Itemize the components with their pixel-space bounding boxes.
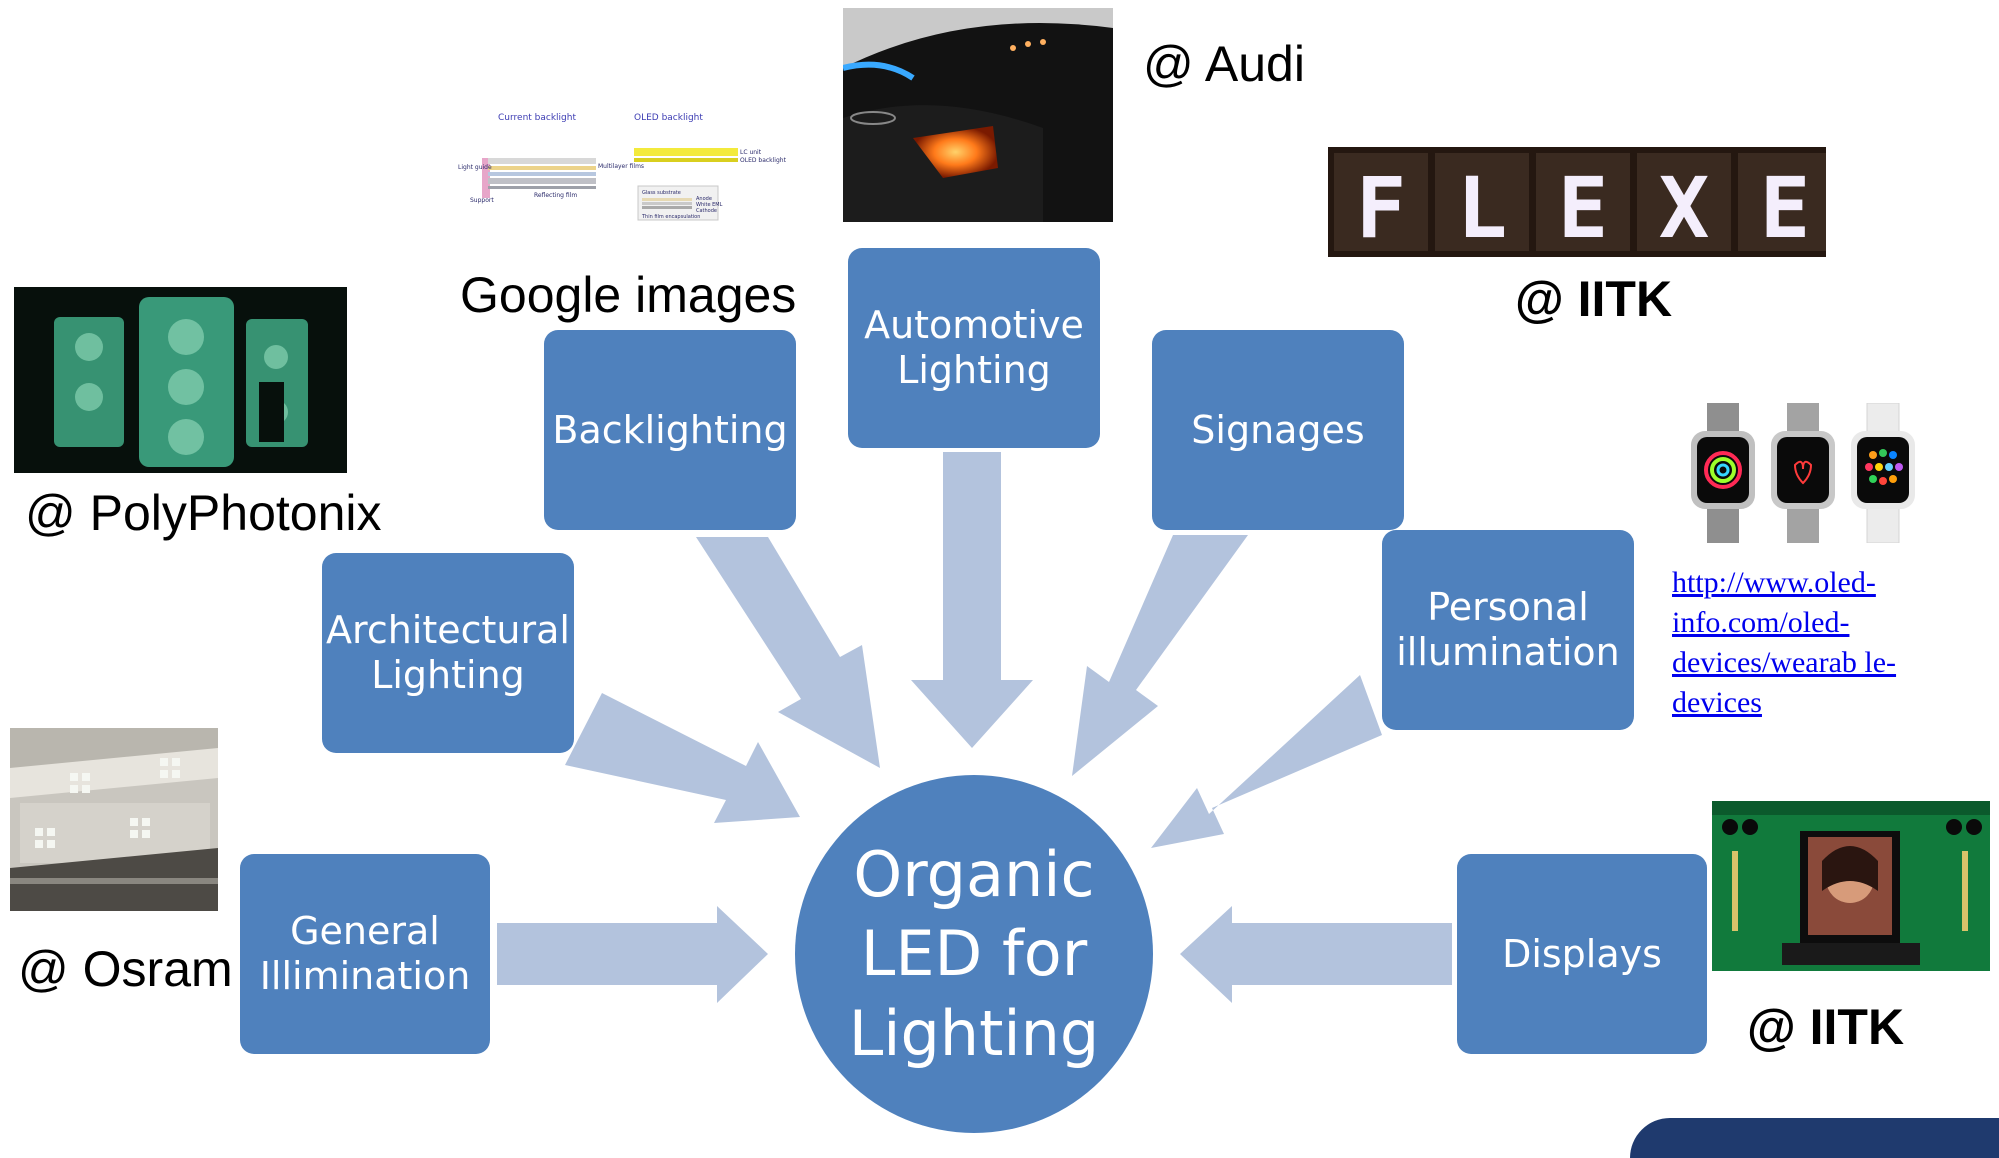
arrow-general [497,906,768,1003]
box-backlighting: Backlighting [544,330,796,530]
credit-iitk-top: @ IITK [1515,271,1673,327]
credit-audi: @ Audi [1143,36,1305,92]
center-circle: Organic LED for Lighting [795,775,1153,1133]
label-oled-backlight: OLED backlight [634,113,703,123]
flexe-letter: F [1356,159,1407,257]
label-reflecting-film: Reflecting film [534,192,577,199]
flexe-tile [1435,153,1529,251]
flexe-letter: E [1760,159,1811,257]
credit-osram: @ Osram [18,941,233,997]
label-support: Support [470,197,494,204]
label-anode: Anode [696,196,712,202]
iitk-display-board [1712,801,1990,971]
flexe-tile [1738,153,1826,251]
arrow-signages [1072,535,1248,776]
diagram-stage: General Illimination Architectural Light… [10,8,1999,1158]
label-cathode: Cathode [696,208,717,214]
flexe-letter: E [1558,159,1609,257]
arrow-architectural [565,693,800,823]
label-thin-film-encapsulation: Thin film encapsulation [641,214,700,220]
oled-info-link[interactable]: http://www.oled- info.com/oled- devices/… [1672,566,1897,719]
smartwatch-photo [1683,403,1928,543]
box-signages: Signages [1152,330,1404,530]
label-lc-unit: LC unit [740,149,762,156]
footer-bar [1630,1118,1999,1158]
label-oled-backlight-layer: OLED backlight [740,157,787,164]
box-general-illumination: General Illimination [240,854,490,1054]
polyphotonix-photo [14,287,347,473]
arrows-layer [497,452,1452,1003]
arrow-automotive [911,452,1033,748]
credit-polyphotonix: @ PolyPhotonix [25,485,382,541]
box-personal-illumination: Personal illumination [1382,530,1634,730]
credit-google: Google images [460,267,797,323]
flexe-tile [1637,153,1731,251]
box-automotive-lighting: Automotive Lighting [848,248,1100,448]
flexe-tile [1334,153,1428,251]
label-multilayer-films: Multilayer films [598,163,644,170]
arrow-displays [1180,906,1452,1003]
label-glass-substrate: Glass substrate [642,190,681,196]
box-displays: Displays [1457,854,1707,1054]
osram-ceiling-photo [10,728,218,911]
arrow-personal [1151,675,1382,848]
box-architectural-lighting: Architectural Lighting [322,553,574,753]
flexe-letter: L [1457,159,1508,257]
arrow-backlighting [696,537,880,768]
flexe-tile [1536,153,1630,251]
backlight-diagram: Current backlight OLED backlight Light g… [458,106,798,226]
label-current-backlight: Current backlight [498,113,576,123]
flexe-letter: X [1659,159,1710,257]
label-white-eml: White EML [696,202,723,208]
audi-car-photo [843,8,1113,222]
credit-iitk-bottom: @ IITK [1747,999,1905,1055]
label-light-guide: Light guide [458,164,492,171]
